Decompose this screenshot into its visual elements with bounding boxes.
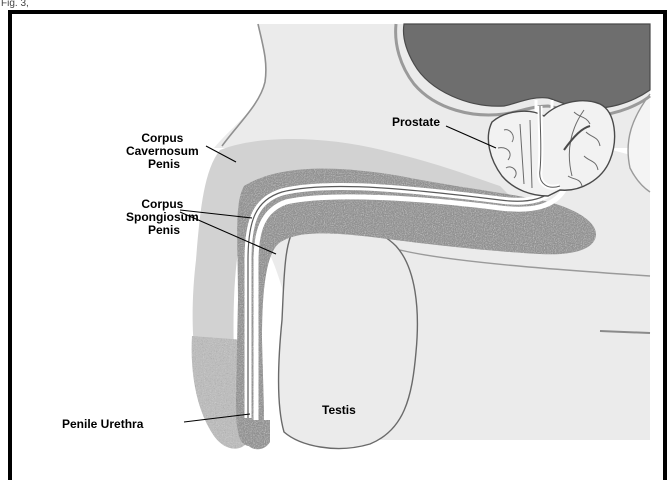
label-corpus-spongiosum: Corpus Spongiosum Penis: [126, 197, 202, 237]
figure-caption-fragment: Fig. 3,: [1, 0, 29, 9]
label-penile-urethra: Penile Urethra: [62, 417, 144, 431]
label-testis: Testis: [322, 403, 356, 417]
glans-tip: [244, 420, 270, 449]
anatomy-diagram: Corpus Cavernosum Penis Corpus Spongiosu…: [8, 10, 667, 480]
label-corpus-cavernosum: Corpus Cavernosum Penis: [126, 131, 202, 171]
diagram-frame: Corpus Cavernosum Penis Corpus Spongiosu…: [8, 10, 667, 480]
label-prostate: Prostate: [392, 115, 440, 129]
